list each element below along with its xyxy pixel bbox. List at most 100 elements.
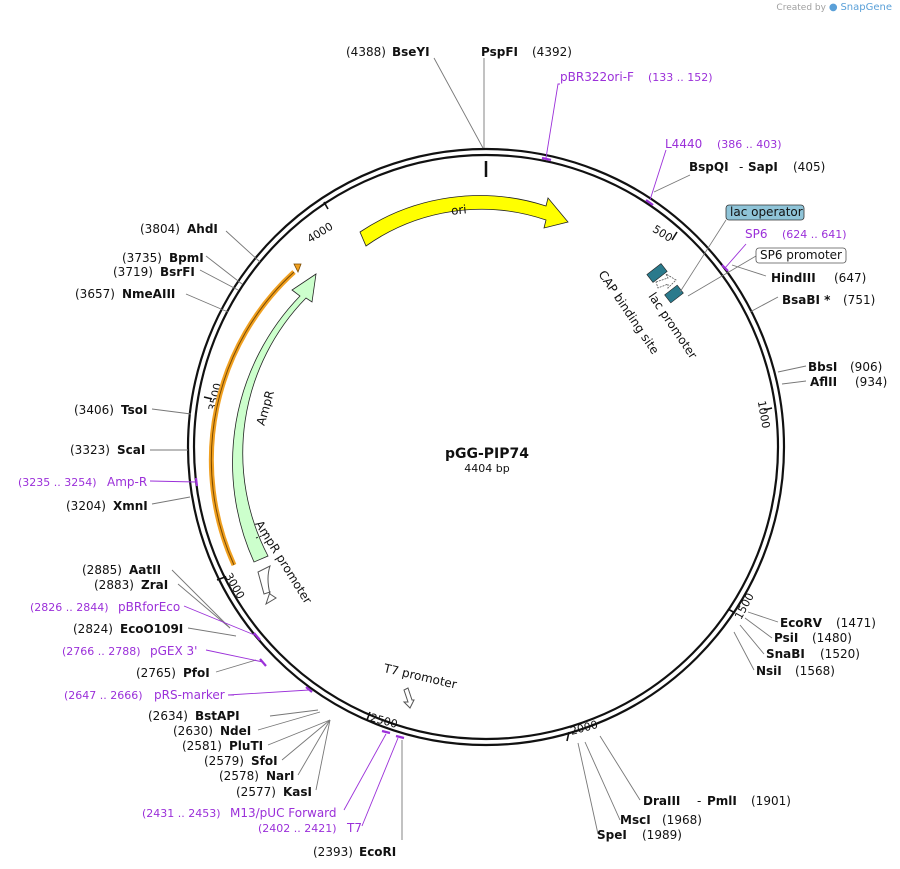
primer-range-pbr322ori: (133 .. 152) <box>648 71 713 84</box>
primer-mark-l4440 <box>645 199 654 206</box>
enzyme-name-nsii: NsiI <box>756 664 782 678</box>
primer-marks <box>194 156 729 740</box>
primer-mark-t7 <box>395 734 405 740</box>
enzyme-name-msci: MscI <box>620 813 651 827</box>
tick-500 <box>671 231 678 241</box>
leader-bbsi <box>777 365 807 373</box>
leader-ndei <box>257 711 321 731</box>
enzyme-name-bbsi: BbsI <box>808 360 837 374</box>
leader-pbrfor <box>183 605 258 637</box>
leader-xmni <box>151 496 191 505</box>
sp6-promoter-tag <box>755 247 847 264</box>
primer-name-ampr: Amp-R <box>107 475 147 489</box>
tick-4000 <box>323 201 329 210</box>
leader-sp6 <box>724 243 747 269</box>
enzyme-pos-bspqi: (405) <box>793 160 825 174</box>
primer-name-m13: M13/pUC Forward <box>230 806 337 820</box>
ampr-orf-line <box>210 271 295 566</box>
primer-range-sp6: (624 .. 641) <box>782 228 847 241</box>
t7-promoter-label: T7 promoter <box>381 661 458 692</box>
enzyme-pos-bstapi: (2634) <box>148 709 188 723</box>
primer-name-sp6: SP6 <box>745 227 768 241</box>
leader-msci <box>584 741 621 821</box>
tick-label-1500: 1500 <box>732 591 757 622</box>
tick-label-1000: 1000 <box>755 400 773 430</box>
enzyme-name-spei: SpeI <box>597 828 627 842</box>
ampr-promoter-divider <box>255 532 271 539</box>
enzyme-name2-draiii: PmlI <box>707 794 737 808</box>
plasmid-name: pGG-PIP74 <box>445 446 529 462</box>
primer-mark-pgex <box>259 658 267 667</box>
lac-operator-tag <box>725 204 805 221</box>
tick-3500 <box>203 396 213 400</box>
enzyme-name-ecoo109i: EcoO109I <box>120 622 183 636</box>
ampr-arrow <box>232 273 317 563</box>
tick-label-2000: 2000 <box>569 718 599 738</box>
enzyme-pos-nari: (2578) <box>219 769 259 783</box>
enzyme-pos-aatii: (2885) <box>82 563 122 577</box>
enzyme-name-xmni: XmnI <box>113 499 148 513</box>
enzyme-pos-bseyi: (4388) <box>346 45 386 59</box>
leader-snabi <box>739 624 765 655</box>
primer-leader-lines <box>149 83 747 827</box>
leader-draiii <box>599 735 641 801</box>
leader-psii <box>744 617 773 639</box>
leader-aatii <box>171 569 231 629</box>
leader-zrai <box>177 583 231 629</box>
enzyme-pos-ecorv: (1471) <box>836 616 876 630</box>
primer-mark-ampr <box>194 477 199 487</box>
scale-ticks <box>203 201 773 742</box>
primer-range-ampr: (3235 .. 3254) <box>18 476 97 489</box>
leader-pgex <box>205 649 264 663</box>
primer-mark-pbrfor <box>253 632 261 641</box>
leader-lines <box>150 57 807 840</box>
leader-sfoi <box>281 719 331 761</box>
tick-label-4000: 4000 <box>305 220 336 246</box>
lac-operator-label: lac operator <box>730 205 803 219</box>
enzyme-name-hindiii: HindIII <box>771 271 816 285</box>
t7-promoter-arrow <box>402 687 415 709</box>
enzyme-name-ndei: NdeI <box>220 724 251 738</box>
ampr-label: AmpR <box>254 389 277 427</box>
enzyme-pos-msci: (1968) <box>662 813 702 827</box>
credit: Created by ● SnapGene <box>776 2 892 13</box>
primer-labels: pBR322ori-F (133 .. 152) L4440 (386 .. 4… <box>18 70 847 835</box>
enzyme-pos-scai: (3323) <box>70 443 110 457</box>
enzyme-name-bseyi: BseYI <box>392 45 430 59</box>
leader-prs <box>227 689 310 696</box>
leader-pbr322ori <box>545 83 560 159</box>
enzyme-pos-ecoo109i: (2824) <box>73 622 113 636</box>
lac-promoter-arrow <box>655 272 677 289</box>
enzyme-name-ecorv: EcoRV <box>780 616 823 630</box>
leader-pfoi <box>215 659 257 673</box>
backbone-outer <box>186 147 786 747</box>
lac-region <box>646 219 757 304</box>
enzyme-pos-pfoi: (2765) <box>136 666 176 680</box>
enzyme-name-aflii: AflII <box>810 375 837 389</box>
enzyme-pos-nmeaiii: (3657) <box>75 287 115 301</box>
leader-bsrfi <box>199 269 239 291</box>
leader-ecorv <box>747 611 779 623</box>
primer-range-m13: (2431 .. 2453) <box>142 807 221 820</box>
enzyme-pos-snabi: (1520) <box>820 647 860 661</box>
enzyme-name2-bspqi: SapI <box>748 160 778 174</box>
enzyme-sep-bspqi: - <box>739 160 743 174</box>
leader-l4440 <box>649 149 667 201</box>
backbone-inner <box>192 153 780 741</box>
leader-bsabi <box>749 296 779 313</box>
enzyme-name-bpmi: BpmI <box>169 251 204 265</box>
primer-mark-m13 <box>381 729 391 735</box>
leader-spei <box>577 742 599 835</box>
ampr-promoter-arrow <box>257 565 277 606</box>
primer-name-pgex: pGEX 3' <box>150 644 197 658</box>
primer-range-pgex: (2766 .. 2788) <box>62 645 141 658</box>
enzyme-pos-ecori: (2393) <box>313 845 353 859</box>
enzyme-name-bsrfi: BsrFI <box>160 265 195 279</box>
plasmid-length: 4404 bp <box>464 462 509 475</box>
ori-label: ori <box>450 202 467 218</box>
tick-1500 <box>727 608 736 614</box>
leader-lac-operator <box>679 219 727 293</box>
credit-prefix: Created by <box>776 3 826 13</box>
enzyme-pos-aflii: (934) <box>855 375 887 389</box>
